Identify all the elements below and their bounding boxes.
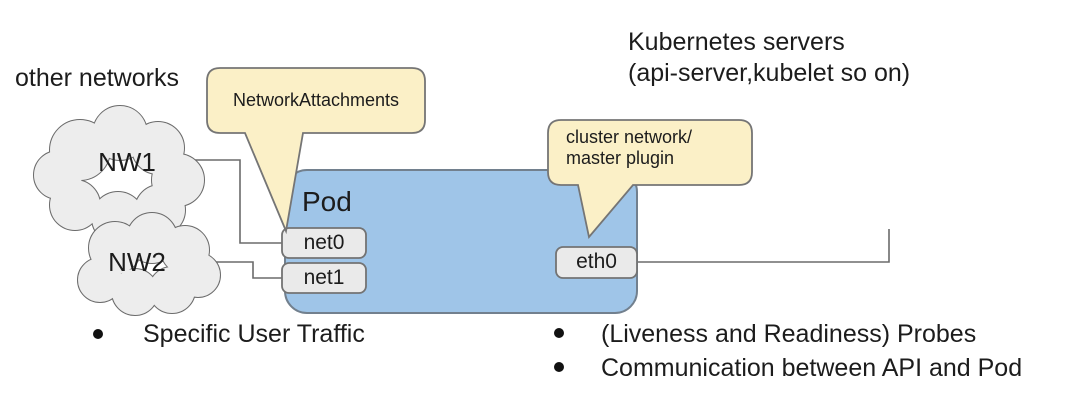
bullet-dot [93,329,103,339]
bullet-dot [554,362,564,372]
kubernetes-servers-label: Kubernetes servers (api-server,kubelet s… [628,27,910,89]
cluster-network-line1: cluster network/ [566,127,693,147]
connector-nw1-net0 [185,159,283,244]
cluster-network-line2: master plugin [566,148,675,168]
net0-box [281,227,367,259]
kubernetes-servers-line1: Kubernetes servers [628,28,845,56]
pod-label: Pod [302,186,352,217]
kubernetes-servers-line2: (api-server,kubelet so on) [628,59,911,87]
bullet-specific-user-traffic: Specific User Traffic [143,320,365,348]
net1-box [281,262,367,294]
connector-eth0-servers [637,229,890,263]
connector-nw2-net1 [208,261,283,279]
callout-cluster-network [547,119,753,239]
other-networks-label: other networks [15,64,179,92]
net0-label: net0 [303,231,345,254]
cloud-nw1-label: NW1 [98,147,156,177]
cluster-network-label: cluster network/ master plugin [566,127,692,169]
bullet-communication: Communication between API and Pod [601,354,1023,382]
bullet-probes: (Liveness and Readiness) Probes [601,320,977,348]
network-attachments-label: NetworkAttachments [232,90,400,110]
bullet-dot [554,328,564,338]
eth0-label: eth0 [576,250,617,273]
callout-network-attachments [206,67,426,235]
cloud-nw2-label: NW2 [108,247,166,277]
net1-label: net1 [303,266,345,289]
eth0-box [555,246,638,279]
